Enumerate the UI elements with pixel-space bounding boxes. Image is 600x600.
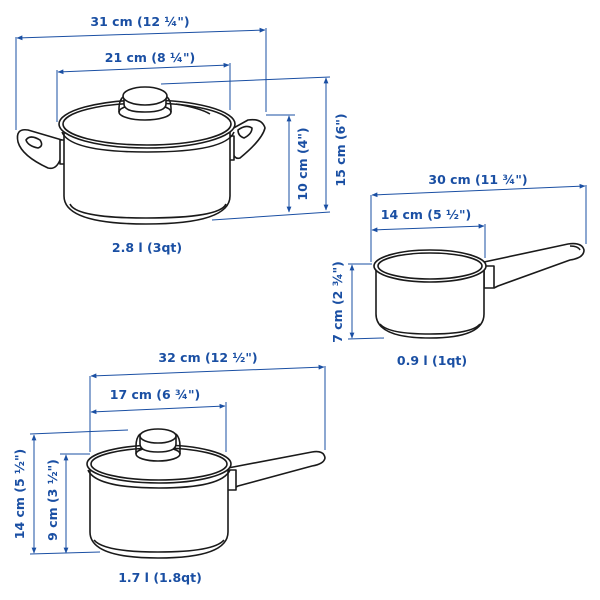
saucepan-small-illustration (373, 242, 585, 339)
saucepan-with-lid-body-width-label: 17 cm (6 ¾") (110, 387, 200, 402)
saucepan-with-lid-total-height-label: 14 cm (5 ½") (12, 449, 27, 539)
saucepan-with-lid-body-height-label: 9 cm (3 ½") (45, 459, 60, 541)
saucepan-with-lid-dimension-lines (29, 364, 326, 555)
saucepan-with-lid-capacity-label: 1.7 l (1.8qt) (118, 570, 202, 585)
saucepan-with-lid-total-width-label: 32 cm (12 ½") (158, 350, 257, 365)
pot-capacity-label: 2.8 l (3qt) (112, 240, 182, 255)
saucepan-small-group: 30 cm (11 ¾") 14 cm (5 ½") 7 cm (2 ¾") 0… (330, 172, 587, 368)
saucepan-with-lid-group: 32 cm (12 ½") 17 cm (6 ¾") 14 cm (5 ½") … (12, 350, 326, 585)
pot-total-height-label: 15 cm (6") (333, 113, 348, 186)
pot-illustration (16, 86, 266, 225)
saucepan-small-capacity-label: 0.9 l (1qt) (397, 353, 467, 368)
saucepan-small-body-height-label: 7 cm (2 ¾") (330, 261, 345, 343)
pot-with-lid-group: 31 cm (12 ¼") 21 cm (8 ¼") 10 cm (4") 15… (15, 14, 348, 255)
saucepan-small-dimension-lines (347, 183, 587, 340)
pot-total-width-label: 31 cm (12 ¼") (90, 14, 189, 29)
pot-dimension-lines (15, 27, 331, 221)
saucepan-small-body-width-label: 14 cm (5 ½") (381, 207, 471, 222)
saucepan-small-total-width-label: 30 cm (11 ¾") (428, 172, 527, 187)
pot-body-width-label: 21 cm (8 ¼") (105, 50, 195, 65)
pot-body-height-label: 10 cm (4") (295, 127, 310, 200)
saucepan-with-lid-illustration (86, 428, 326, 559)
